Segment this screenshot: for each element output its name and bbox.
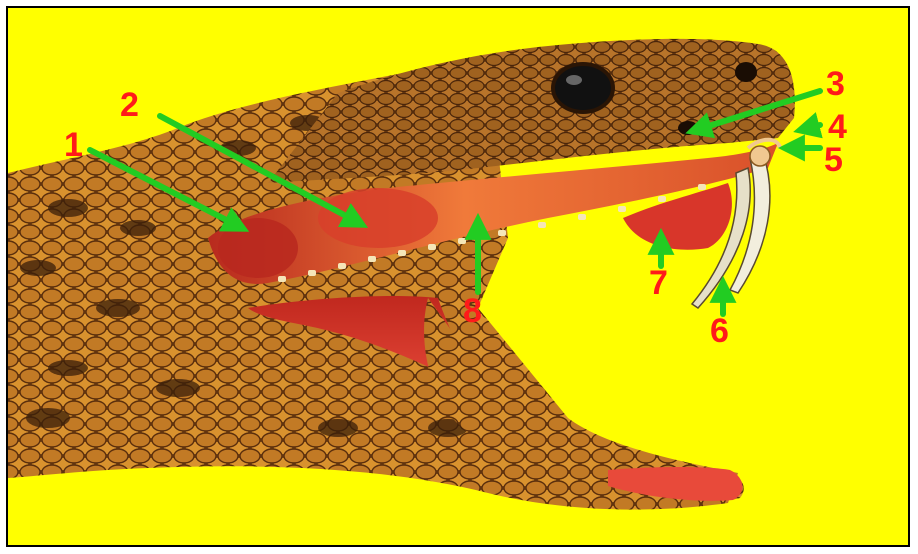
label-2: 2 <box>120 86 139 124</box>
label-6: 6 <box>710 312 729 350</box>
label-1: 1 <box>64 126 83 164</box>
diagram-frame: 1 2 3 4 5 6 7 8 <box>6 6 910 547</box>
label-8: 8 <box>463 292 482 330</box>
label-3: 3 <box>826 65 845 103</box>
venom-duct-bead <box>750 146 770 166</box>
venom-gland <box>318 188 438 248</box>
snake-head-diagram: 1 2 3 4 5 6 7 8 <box>8 8 910 547</box>
snake-nostril <box>735 62 757 82</box>
jaw-muscle <box>218 218 298 278</box>
snake-eye <box>553 64 613 112</box>
label-7: 7 <box>649 264 668 302</box>
label-5: 5 <box>824 141 843 179</box>
